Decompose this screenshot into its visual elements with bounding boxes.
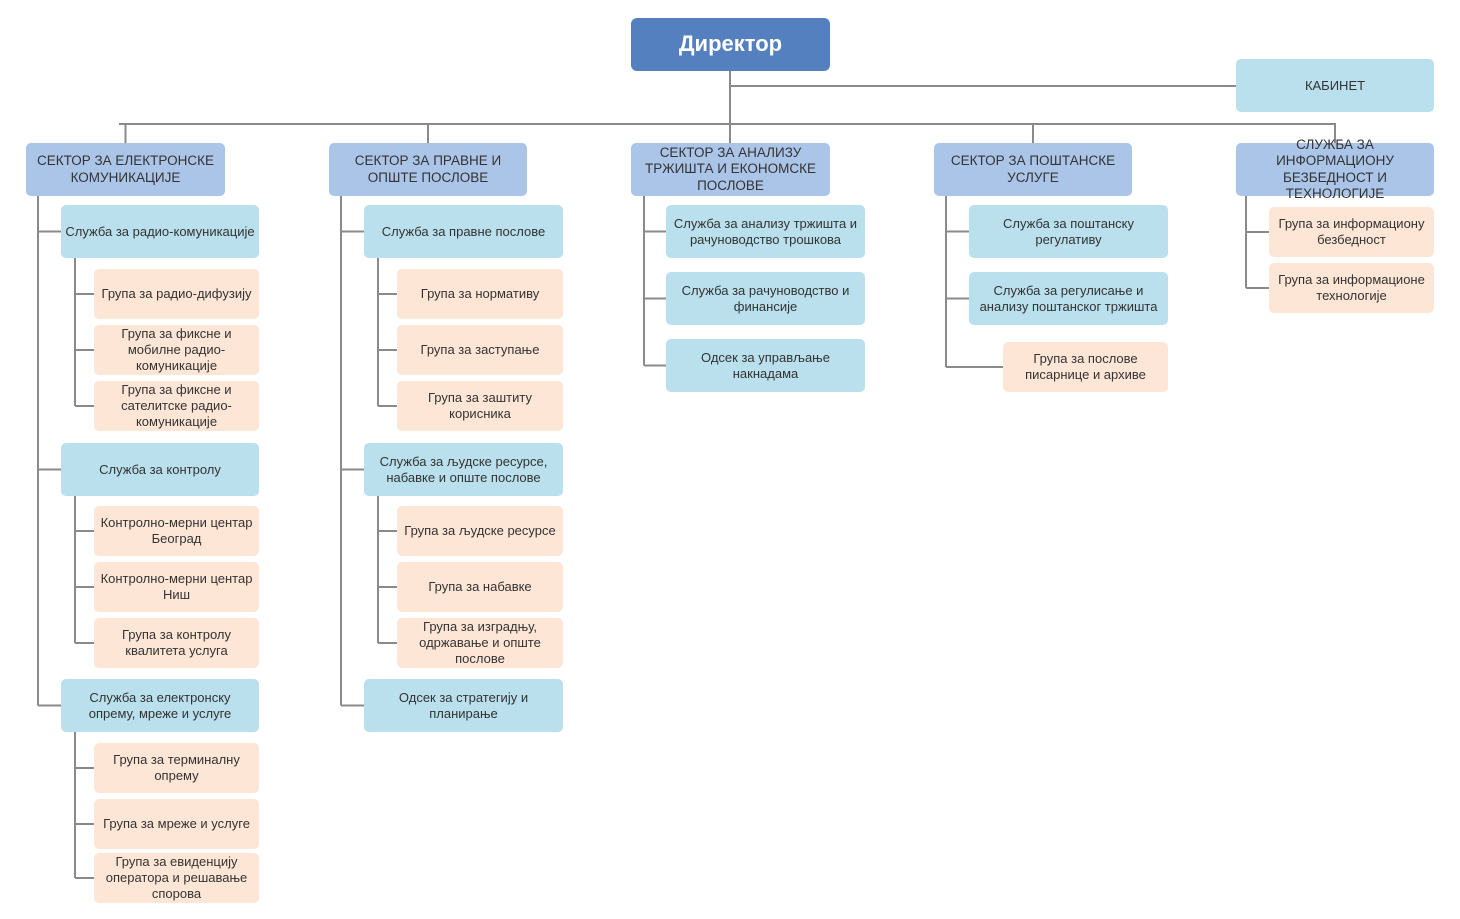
group-regulations: Група за нормативу — [397, 269, 563, 319]
group-terminal-equipment: Група за терминалну опрему — [94, 743, 259, 793]
director-box: Директор — [631, 18, 830, 71]
group-human-resources: Група за људске ресурсе — [397, 506, 563, 556]
group-information-security: Група за информациону безбедност — [1269, 207, 1434, 257]
group-consumer-protection: Група за заштиту корисника — [397, 381, 563, 431]
service-electronic-equipment: Служба за електронску опрему, мреже и ус… — [61, 679, 259, 732]
service-postal-market-regulation: Служба за регулисање и анализу поштанско… — [969, 272, 1168, 325]
department-strategy-planning: Одсек за стратегију и планирање — [364, 679, 563, 732]
service-information-security-technology: СЛУЖБА ЗА ИНФОРМАЦИОНУ БЕЗБЕДНОСТ И ТЕХН… — [1236, 137, 1434, 201]
service-market-analysis-cost-accounting: Служба за анализу тржишта и рачуноводств… — [666, 205, 865, 258]
group-control-center-nis: Контролно-мерни центар Ниш — [94, 562, 259, 612]
group-radio-broadcasting: Група за радио-дифузију — [94, 269, 259, 319]
group-operator-records: Група за евиденцију оператора и решавање… — [94, 853, 259, 903]
service-accounting-finance: Служба за рачуноводство и финансије — [666, 272, 865, 325]
department-fee-management: Одсек за управљање накнадама — [666, 339, 865, 392]
group-construction-maintenance: Група за изградњу, одржавање и опште пос… — [397, 618, 563, 668]
cabinet-box: КАБИНЕТ — [1236, 59, 1434, 112]
group-registry-archive: Група за послове писарнице и архиве — [1003, 342, 1168, 392]
sector-postal-services: СЕКТОР ЗА ПОШТАНСКЕ УСЛУГЕ — [934, 143, 1132, 196]
sector-legal-general: СЕКТОР ЗА ПРАВНЕ И ОПШТЕ ПОСЛОВЕ — [329, 143, 527, 196]
group-procurement: Група за набавке — [397, 562, 563, 612]
group-control-center-belgrade: Контролно-мерни центар Београд — [94, 506, 259, 556]
sector-electronic-communications: СЕКТОР ЗА ЕЛЕКТРОНСКЕ КОМУНИКАЦИЈЕ — [26, 143, 225, 196]
service-legal-affairs: Служба за правне послове — [364, 205, 563, 258]
group-networks-services: Група за мреже и услуге — [94, 799, 259, 849]
service-radio-communications: Служба за радио-комуникације — [61, 205, 259, 258]
group-representation: Група за заступање — [397, 325, 563, 375]
service-postal-regulation: Служба за поштанску регулативу — [969, 205, 1168, 258]
group-fixed-satellite-radio: Група за фиксне и сателитске радио-комун… — [94, 381, 259, 431]
service-human-resources: Служба за људске ресурсе, набавке и општ… — [364, 443, 563, 496]
sector-market-analysis: СЕКТОР ЗА АНАЛИЗУ ТРЖИШТА И ЕКОНОМСКЕ ПО… — [631, 143, 830, 196]
group-service-quality-control: Група за контролу квалитета услуга — [94, 618, 259, 668]
service-control: Служба за контролу — [61, 443, 259, 496]
group-information-technology: Група за информационе технологије — [1269, 263, 1434, 313]
group-fixed-mobile-radio: Група за фиксне и мобилне радио-комуника… — [94, 325, 259, 375]
